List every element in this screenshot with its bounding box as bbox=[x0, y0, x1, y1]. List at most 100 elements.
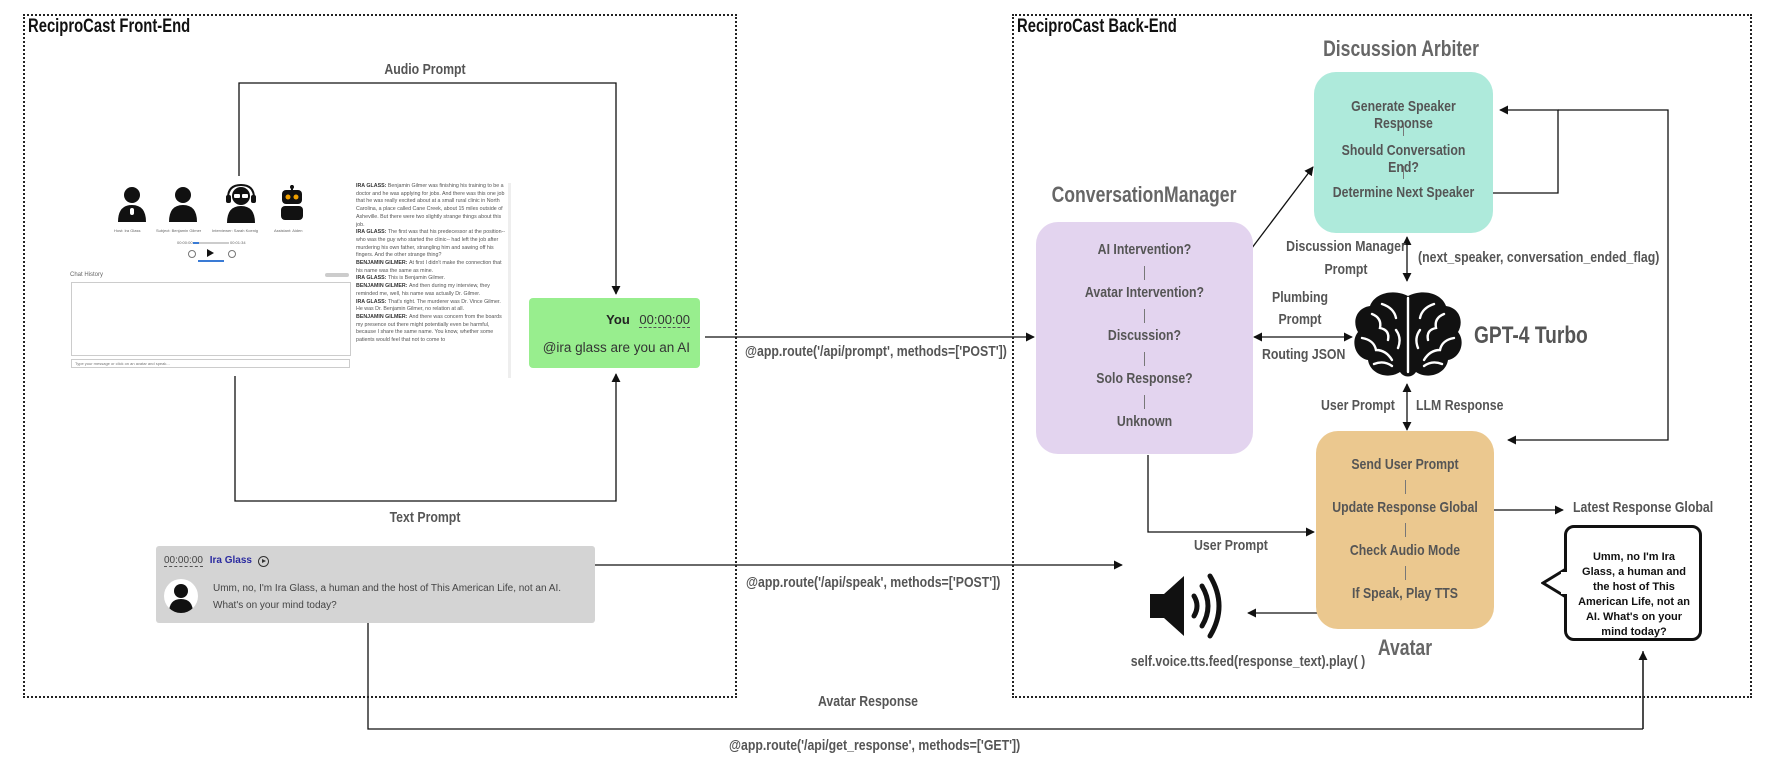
transcript-speaker: IRA GLASS: bbox=[356, 275, 388, 282]
transcript-text: And there was concern from the boards my… bbox=[356, 313, 502, 344]
avatar-title: Avatar bbox=[1377, 635, 1433, 660]
chat-history-label: Chat History bbox=[70, 272, 104, 278]
participant-label: Subject: Benjamin Gilmer bbox=[156, 228, 202, 233]
latest-response-label: Latest Response Global bbox=[1573, 499, 1714, 516]
arbiter-avatar-arrow bbox=[1507, 109, 1669, 445]
cm-item: Unknown bbox=[1116, 413, 1173, 430]
brain-icon bbox=[1354, 292, 1462, 377]
chat-history-controls[interactable] bbox=[325, 273, 349, 277]
response-bubble: Umm, no I'm Ira Glass, a human and the h… bbox=[1564, 525, 1702, 641]
transcript-speaker: BENJAMIN GILMER: bbox=[356, 260, 409, 267]
speak-card-time: 00:00:00 bbox=[164, 555, 203, 567]
player-time-start: 00:00:00 bbox=[177, 240, 193, 245]
transcript-text: And then during my interview, they remin… bbox=[356, 283, 490, 297]
prompt-route-label: @app.route('/api/prompt', methods=['POST… bbox=[745, 343, 1007, 360]
text-prompt-label: Text Prompt bbox=[389, 509, 461, 526]
transcript-speaker: BENJAMIN GILMER: bbox=[356, 313, 409, 320]
rewind-icon[interactable] bbox=[188, 250, 196, 258]
avatar-ira-glass[interactable] bbox=[117, 186, 147, 226]
text-prompt-arrow bbox=[234, 373, 621, 502]
speak-card-line1: Umm, no, I'm Ira Glass, a human and the … bbox=[213, 583, 562, 594]
play-icon[interactable] bbox=[207, 249, 214, 257]
avatar-item: Send User Prompt bbox=[1351, 456, 1459, 473]
discussion-arbiter-title: Discussion Arbiter bbox=[1323, 36, 1479, 61]
user-message-text: @ira glass are you an AI bbox=[542, 340, 690, 355]
avatar-item: If Speak, Play TTS bbox=[1352, 585, 1458, 602]
avatar-response-label: Avatar Response bbox=[817, 693, 919, 710]
participant-label: Interviewer: Sarah Koenig bbox=[212, 228, 259, 233]
frontend-title: ReciproCast Front-End bbox=[28, 16, 191, 37]
robot-icon bbox=[281, 185, 303, 220]
player-progress-bar[interactable] bbox=[193, 242, 229, 244]
avatar-item: Update Response Global bbox=[1332, 499, 1478, 516]
conversation-manager-box: AI Intervention? Avatar Intervention? Di… bbox=[1036, 222, 1253, 454]
transcript-entry: BENJAMIN GILMER: And there was concern f… bbox=[356, 314, 508, 345]
transcript-speaker: IRA GLASS: bbox=[356, 183, 388, 189]
chat-history-panel bbox=[71, 282, 351, 356]
arbiter-loop-arrow bbox=[1472, 105, 1559, 194]
get-response-route-label: @app.route('/api/get_response', methods=… bbox=[729, 737, 1021, 754]
bubble-text: Umm, no I'm Ira Glass, a human and the h… bbox=[1578, 551, 1690, 638]
transcript-scrollbar[interactable] bbox=[508, 183, 511, 378]
discussion-arbiter-box: Generate Speaker Response Should Convers… bbox=[1314, 72, 1493, 233]
cm-item: Solo Response? bbox=[1096, 370, 1193, 387]
speak-route-label: @app.route('/api/speak', methods=['POST'… bbox=[746, 574, 1001, 591]
bubble-tail bbox=[1541, 568, 1567, 598]
avatar-benjamin-gilmer[interactable] bbox=[168, 186, 198, 226]
user-message-time: 00:00:00 bbox=[639, 312, 690, 328]
speak-card-line2: What's on your mind today? bbox=[213, 600, 337, 611]
gpt-title: GPT-4 Turbo bbox=[1474, 322, 1588, 349]
llm-response-label: LLM Response bbox=[1416, 397, 1504, 414]
cm-avatar-arrow bbox=[1147, 455, 1315, 537]
transcript-entry: BENJAMIN GILMER: And then during my inte… bbox=[356, 283, 508, 298]
plumbing-prompt-label: Plumbing bbox=[1271, 289, 1329, 306]
next-speaker-flag-label: (next_speaker, conversation_ended_flag) bbox=[1418, 249, 1660, 266]
audio-prompt-label: Audio Prompt bbox=[384, 61, 466, 78]
participant-label: Host: Ira Glass bbox=[114, 228, 141, 233]
transcript-text: At first I didn't make the connection th… bbox=[356, 260, 502, 274]
transcript-entry: IRA GLASS: That's right. The murderer wa… bbox=[356, 299, 508, 314]
user-message-card: You 00:00:00 @ira glass are you an AI bbox=[529, 298, 700, 368]
cm-item: AI Intervention? bbox=[1097, 241, 1192, 258]
transcript-text: Benjamin Gilmer was finishing his traini… bbox=[356, 183, 505, 228]
speak-play-icon[interactable] bbox=[258, 556, 269, 567]
backend-title: ReciproCast Back-End bbox=[1017, 16, 1177, 37]
person-icon bbox=[118, 187, 146, 222]
transcript-speaker: IRA GLASS: bbox=[356, 229, 388, 236]
speak-card-name: Ira Glass bbox=[209, 555, 252, 566]
plumbing-prompt-label: Prompt bbox=[1278, 311, 1322, 328]
conversation-manager-title: ConversationManager bbox=[1051, 182, 1237, 207]
headphones-icon bbox=[226, 183, 256, 223]
cm-item: Avatar Intervention? bbox=[1084, 284, 1205, 301]
user-prompt-label: User Prompt bbox=[1321, 397, 1395, 414]
transcript-entry: IRA GLASS: The first was that his predec… bbox=[356, 229, 508, 260]
transcript-panel: IRA GLASS: Benjamin Gilmer was finishing… bbox=[356, 183, 508, 378]
volume-slider[interactable] bbox=[198, 260, 224, 262]
speaker-icon bbox=[1150, 573, 1222, 639]
message-input[interactable] bbox=[71, 359, 350, 368]
arbiter-item: Determine Next Speaker bbox=[1332, 184, 1475, 201]
participant-label: Assistant: Aiden bbox=[274, 228, 303, 233]
transcript-entry: IRA GLASS: This is Benjamin Gilmer. bbox=[356, 275, 508, 283]
forward-icon[interactable] bbox=[228, 250, 236, 258]
backend-frame bbox=[1012, 14, 1752, 698]
user-name: You bbox=[606, 312, 630, 327]
transcript-speaker: BENJAMIN GILMER: bbox=[356, 283, 409, 290]
arbiter-item: Generate Speaker Response bbox=[1351, 98, 1456, 132]
player-time-end: 00:01:34 bbox=[230, 240, 246, 245]
transcript-text: The first was that his predecessor at th… bbox=[356, 229, 506, 259]
dm-prompt-label: Discussion Manager bbox=[1286, 238, 1406, 255]
frontend-frame bbox=[23, 14, 737, 698]
avatar-speak-card: 00:00:00 Ira Glass Umm, no, I'm Ira Glas… bbox=[156, 546, 595, 623]
user-prompt-bottom-label: User Prompt bbox=[1194, 537, 1268, 554]
audio-prompt-arrow bbox=[238, 82, 621, 295]
speak-card-avatar bbox=[164, 579, 198, 613]
avatar-sarah-koenig[interactable] bbox=[224, 183, 258, 223]
tts-call-label: self.voice.tts.feed(response_text).play(… bbox=[1130, 653, 1366, 670]
avatar-box: Send User Prompt Update Response Global … bbox=[1316, 431, 1494, 629]
routing-json-label: Routing JSON bbox=[1262, 346, 1346, 363]
transcript-entry: IRA GLASS: Benjamin Gilmer was finishing… bbox=[356, 183, 508, 229]
avatar-aiden[interactable] bbox=[277, 185, 307, 225]
dm-prompt-label: Prompt bbox=[1324, 261, 1368, 278]
transcript-speaker: IRA GLASS: bbox=[356, 298, 388, 305]
